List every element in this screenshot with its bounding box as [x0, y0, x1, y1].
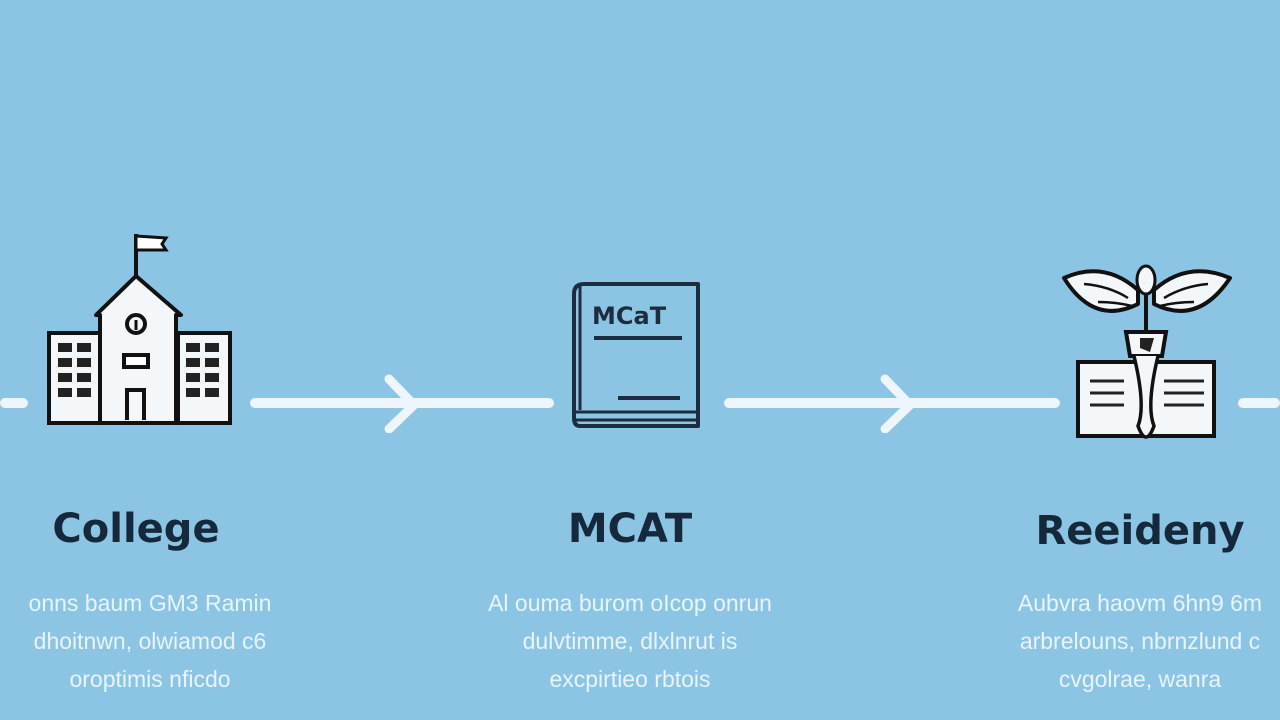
- arrow-right-icon: [384, 374, 419, 433]
- caduceus-certificate-icon: [1062, 264, 1232, 439]
- svg-text:MCaT: MCaT: [592, 302, 667, 330]
- step-title: College: [52, 506, 220, 552]
- timeline-line-left-stub: [0, 398, 28, 408]
- college-building-icon: [47, 234, 232, 425]
- timeline-line-right-stub: [1238, 398, 1280, 408]
- step-title: Reeideny: [1035, 508, 1245, 554]
- step-description: onns baum GM3 Ramin dhoitnwn, olwiamod c…: [28, 590, 272, 692]
- step-description: Aubvra haovm 6hn9 6m arbrelouns, nbrnzlu…: [1017, 590, 1263, 692]
- timeline-line-1: [250, 398, 554, 408]
- step-description: Al ouma burom oIcop onrun dulvtimme, dlx…: [488, 590, 772, 692]
- step-title: MCAT: [567, 506, 693, 552]
- mcat-book-icon: MCaT: [572, 282, 700, 428]
- timeline-line-2: [724, 398, 1060, 408]
- arrow-right-icon: [880, 374, 915, 433]
